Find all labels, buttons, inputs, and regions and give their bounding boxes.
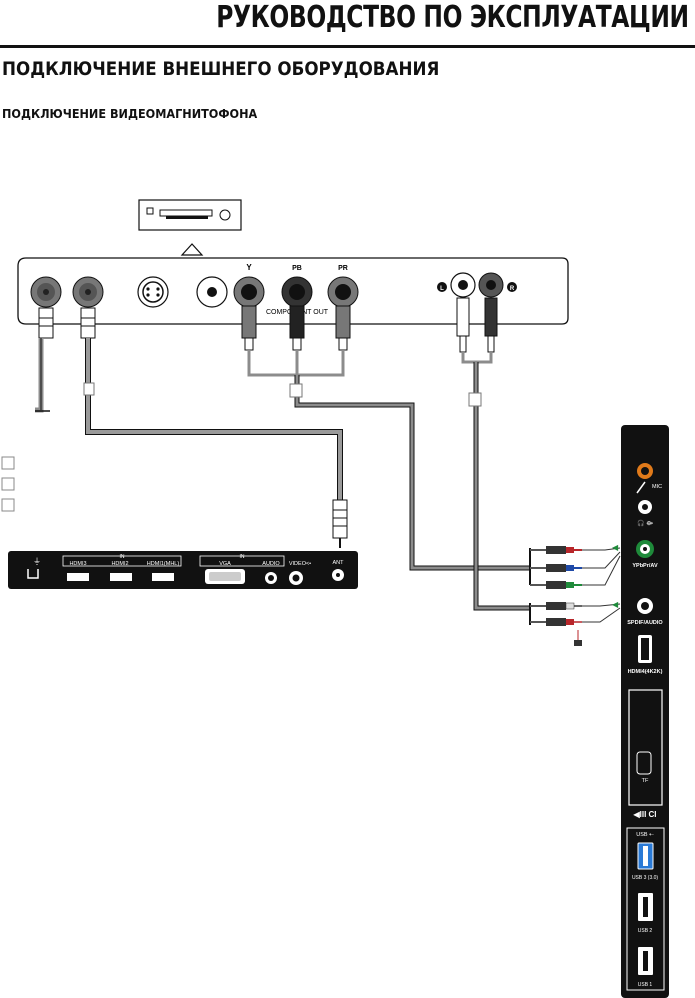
vga-in-label: IN	[240, 554, 245, 560]
antenna-plugs	[35, 307, 96, 413]
component-cable	[289, 375, 530, 571]
tf-label: TF	[642, 778, 649, 784]
subsection-heading: ПОДКЛЮЧЕНИЕ ВИДЕОМАГНИТОФОНА	[2, 106, 258, 121]
vcr-audio-left-port	[450, 272, 476, 298]
vcr-video-port	[196, 276, 228, 308]
tv-side-panel: MIC 🎧 ⟴ YPbPr/AV SPDIF/AUDIO HDMI4(4K2K)…	[621, 425, 669, 998]
hdmi4-label: HDMI4(4K2K)	[628, 669, 663, 675]
audio-cable	[468, 362, 530, 611]
vcr-device-icon	[138, 199, 242, 256]
usb1-label: USB 1	[638, 982, 653, 988]
headphone-label: 🎧 ⟴	[637, 519, 653, 527]
usb3-label: USB 3 (3.0)	[632, 875, 658, 881]
hdmi2-label: HDMI2	[111, 561, 128, 567]
ypbpr-label: YPbPr/AV	[632, 563, 658, 569]
vcr-antenna-out-port	[72, 276, 104, 308]
label-y: Y	[246, 263, 252, 272]
vcr-component-y-port	[233, 276, 265, 308]
svg-text:◀: ◀	[612, 600, 619, 609]
audio-breakout: ◀	[529, 600, 621, 646]
mic-label: MIC	[652, 484, 662, 490]
vcr-svideo-port	[137, 276, 169, 308]
title-divider	[0, 45, 695, 48]
document-title: РУКОВОДСТВО ПО ЭКСПЛУАТАЦИИ	[216, 0, 690, 35]
label-pb: PB	[292, 265, 302, 272]
usb2-label: USB 2	[638, 928, 653, 934]
vcr-antenna-in-port	[30, 276, 62, 308]
audio-label: AUDIO	[262, 561, 280, 567]
label-left: L	[440, 286, 444, 292]
legend-boxes	[1, 456, 15, 512]
usb-header-label: USB ⇠	[636, 832, 654, 838]
vga-label: VGA	[219, 561, 231, 567]
svg-text:◀: ◀	[612, 543, 619, 552]
hdmi-in-label: IN	[120, 554, 125, 560]
ant-label: ANT	[333, 560, 345, 566]
component-breakout: ◀	[529, 543, 621, 589]
tv-bottom-panel: ⏚ IN HDMI3 HDMI2 HDMI1(MHL) IN VGA AUDIO…	[8, 551, 358, 589]
label-pr: PR	[338, 265, 348, 272]
vcr-audio-right-port	[478, 272, 504, 298]
vcr-component-pb-port	[281, 276, 313, 308]
video-label: VIDEO<•	[289, 561, 311, 567]
section-heading: ПОДКЛЮЧЕНИЕ ВНЕШНЕГО ОБОРУДОВАНИЯ	[2, 58, 440, 80]
svg-text:⏚: ⏚	[33, 557, 41, 566]
antenna-cable	[83, 338, 348, 548]
component-plugs	[241, 305, 351, 377]
audio-plugs	[456, 297, 498, 364]
ci-label: ◀III CI	[632, 810, 656, 819]
vcr-component-pr-port	[327, 276, 359, 308]
spdif-label: SPDIF/AUDIO	[627, 620, 663, 626]
hdmi3-label: HDMI3	[69, 561, 86, 567]
label-right: R	[510, 286, 515, 292]
hdmi1-label: HDMI1(MHL)	[147, 561, 180, 567]
